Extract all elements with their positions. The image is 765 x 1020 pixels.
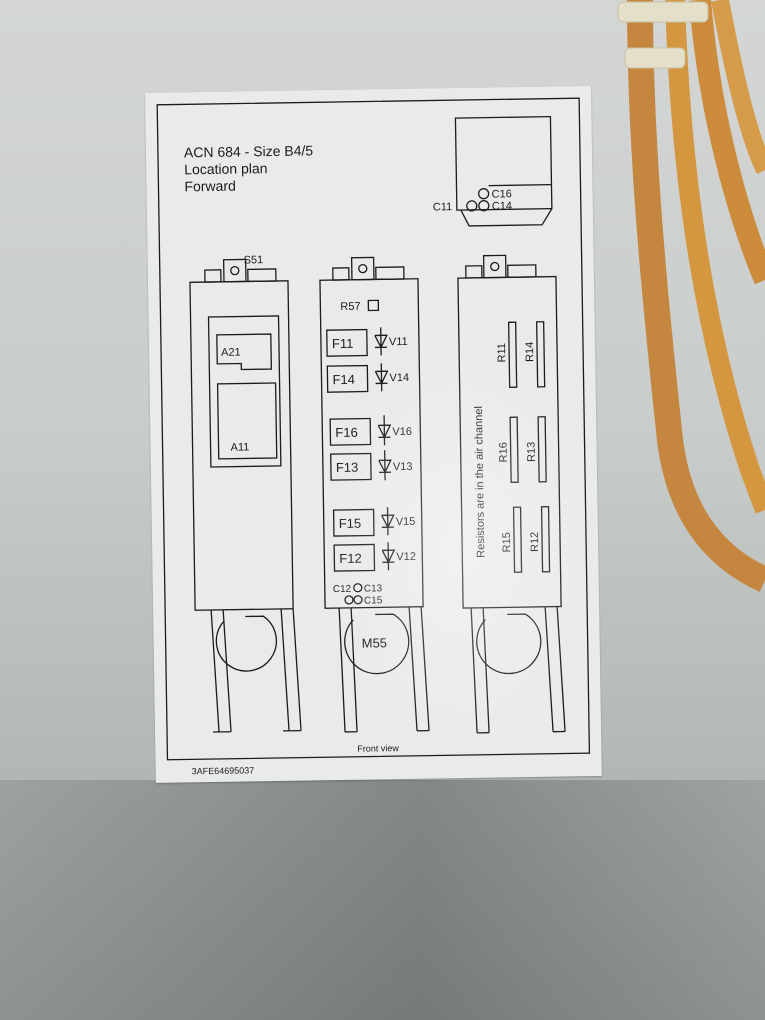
air-channel-note: Resistors are in the air channel xyxy=(473,406,487,558)
fuse-f13: F13 xyxy=(336,460,359,475)
resistor-r11: R11 xyxy=(496,343,508,363)
diode-v13: V13 xyxy=(393,461,413,473)
resistor-r12: R12 xyxy=(529,532,541,552)
resistor-r13: R13 xyxy=(526,442,538,462)
cap-c16: C16 xyxy=(492,188,512,200)
fuse-f14: F14 xyxy=(332,372,355,387)
diode-v11: V11 xyxy=(389,336,408,348)
module-middle: R57 F11 V11 F14 V14 F16 V16 F13 V13 F15 … xyxy=(319,256,430,733)
board-a11: A11 xyxy=(230,441,249,453)
fuse-f15: F15 xyxy=(339,516,362,531)
cap-c13: C13 xyxy=(364,583,383,594)
document-number: 3AFE64695037 xyxy=(192,765,255,776)
cable-tie xyxy=(624,47,686,69)
switch-s51-label: S51 xyxy=(244,254,264,266)
top-capacitor-unit: C16 C14 C11 xyxy=(433,115,553,227)
module-left: S51 A21 A11 xyxy=(189,254,302,733)
fan-m55: M55 xyxy=(362,635,388,650)
fuse-f11: F11 xyxy=(332,336,354,351)
cap-c15: C15 xyxy=(364,595,383,606)
board-a21: A21 xyxy=(221,347,241,359)
diode-v12: V12 xyxy=(396,551,416,563)
fuse-f16: F16 xyxy=(335,425,358,440)
resistor-r16: R16 xyxy=(498,442,510,462)
diode-v14: V14 xyxy=(389,372,409,384)
cable-tie xyxy=(617,1,709,23)
location-plan-label: ACN 684 - Size B4/5 Location plan Forwar… xyxy=(145,85,606,783)
fan-m55-circle xyxy=(344,613,410,675)
title-line-3: Forward xyxy=(184,178,236,195)
cabinet-wall-shadow xyxy=(0,780,765,1020)
resistor-r15: R15 xyxy=(501,532,513,552)
fan-circle xyxy=(215,615,277,672)
resistor-r57: R57 xyxy=(340,301,360,313)
front-view-caption: Front view xyxy=(357,743,399,754)
label-border xyxy=(156,97,591,761)
switch-s51-icon xyxy=(222,258,247,283)
cap-c11: C11 xyxy=(433,201,453,213)
cap-c12: C12 xyxy=(333,584,352,595)
cable-bundle xyxy=(617,0,765,592)
fuse-f12: F12 xyxy=(339,551,362,566)
diode-v16: V16 xyxy=(392,426,412,438)
title-line-1: ACN 684 - Size B4/5 xyxy=(184,142,314,160)
title-line-2: Location plan xyxy=(184,160,268,177)
module-right: Resistors are in the air channel R11 R14… xyxy=(457,254,566,734)
cap-c14: C14 xyxy=(492,200,512,212)
resistor-r14: R14 xyxy=(524,342,536,362)
diode-v15: V15 xyxy=(396,516,416,528)
